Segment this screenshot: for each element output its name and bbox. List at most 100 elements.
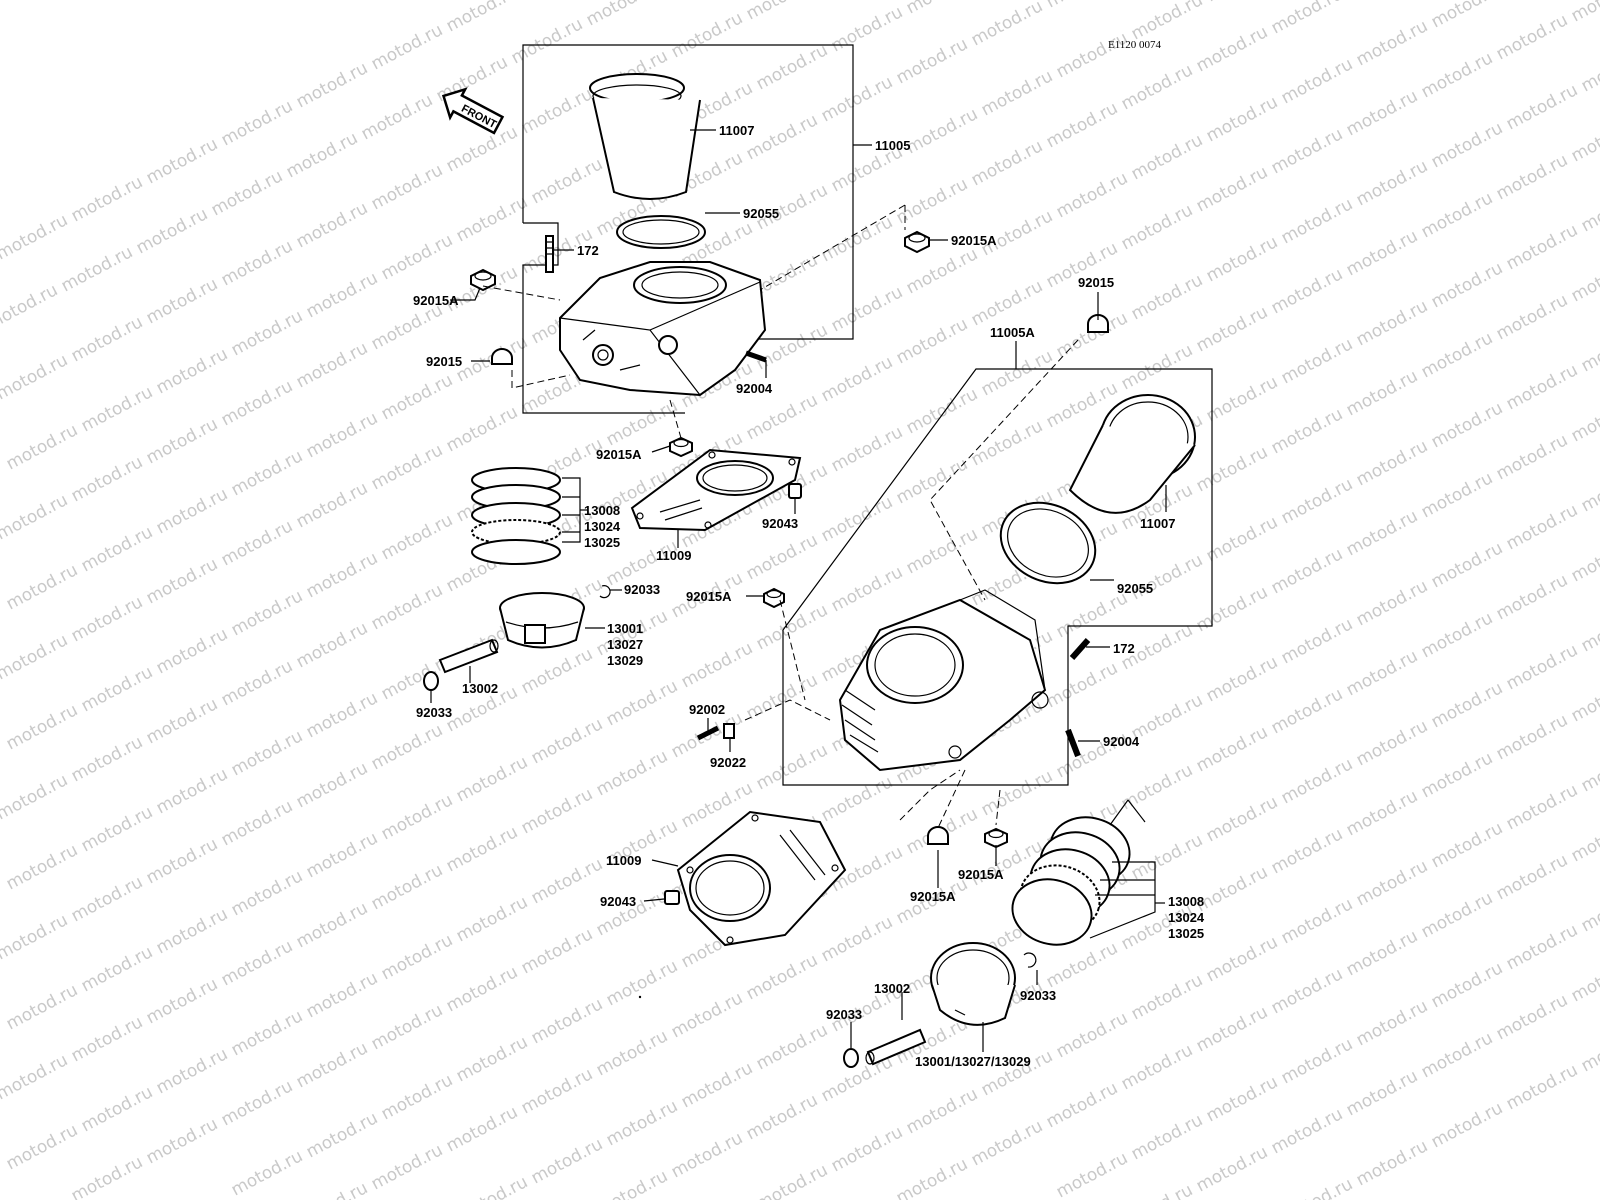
- watermark-text: motod.ru: [1203, 792, 1281, 846]
- watermark-text: motod.ru: [1568, 392, 1600, 446]
- watermark-text: motod.ru: [1568, 252, 1600, 306]
- circlip-lower-left: [843, 1048, 859, 1068]
- watermark-text: motod.ru: [528, 714, 606, 768]
- watermark-text: motod.ru: [293, 338, 371, 392]
- watermark-text: motod.ru: [293, 618, 371, 672]
- watermark-text: motod.ru: [1118, 60, 1196, 114]
- watermark-text: motod.ru: [293, 198, 371, 252]
- watermark-text: motod.ru: [303, 968, 381, 1022]
- watermark-text: motod.ru: [0, 350, 71, 404]
- part-label: 92033: [624, 582, 660, 597]
- watermark-text: motod.ru: [1503, 640, 1581, 694]
- watermark-text: motod.ru: [368, 1000, 446, 1054]
- watermark-text: motod.ru: [1343, 226, 1421, 280]
- watermark-text: motod.ru: [153, 484, 231, 538]
- watermark-text: motod.ru: [1278, 334, 1356, 388]
- watermark-text: motod.ru: [1343, 926, 1421, 980]
- watermark-text: motod.ru: [1268, 264, 1346, 318]
- watermark-text: motod.ru: [1268, 964, 1346, 1018]
- dowel-92043-upper: [788, 483, 802, 499]
- watermark-text: motod.ru: [1343, 646, 1421, 700]
- watermark-text: motod.ru: [368, 720, 446, 774]
- watermark-text: motod.ru: [818, 772, 896, 826]
- watermark-text: motod.ru: [743, 950, 821, 1004]
- watermark-text: motod.ru: [1578, 1022, 1600, 1076]
- watermark-text: motod.ru: [1268, 1104, 1346, 1158]
- cap-nut-92015A-mid: [763, 587, 785, 609]
- watermark-text: motod.ru: [1193, 582, 1271, 636]
- part-label: 92043: [600, 894, 636, 909]
- cap-nut-92015A-top-right: [904, 230, 930, 254]
- part-label: 92015: [426, 354, 462, 369]
- watermark-text: motod.ru: [583, 0, 661, 30]
- watermark-text: motod.ru: [1493, 570, 1571, 624]
- part-label: 92015A: [413, 293, 459, 308]
- leader-lines: [430, 129, 1167, 1052]
- watermark-text: motod.ru: [218, 96, 296, 150]
- watermark-text: motod.ru: [228, 1006, 306, 1060]
- watermark-text: motod.ru: [68, 592, 146, 646]
- watermark-text: motod.ru: [228, 306, 306, 360]
- part-label: 13025: [1168, 926, 1204, 941]
- watermark-text: motod.ru: [1503, 1060, 1581, 1114]
- watermark-text: motod.ru: [603, 956, 681, 1010]
- watermark-text: motod.ru: [1428, 398, 1506, 452]
- watermark-text: motod.ru: [1428, 1098, 1506, 1152]
- part-label: 92055: [1117, 581, 1153, 596]
- watermark-text: motod.ru: [1278, 1174, 1356, 1200]
- watermark-text: motod.ru: [753, 40, 831, 94]
- stray-dot: [638, 995, 642, 999]
- watermark-text: motod.ru: [78, 942, 156, 996]
- watermark-text: motod.ru: [0, 630, 71, 684]
- watermark-text: motod.ru: [1203, 372, 1281, 426]
- watermark-text: motod.ru: [443, 962, 521, 1016]
- assembly-boundary-11005A: [782, 368, 1213, 786]
- part-label: 11005: [875, 138, 910, 153]
- watermark-text: motod.ru: [818, 352, 896, 406]
- watermark-text: motod.ru: [443, 402, 521, 456]
- watermark-text: motod.ru: [518, 784, 596, 838]
- watermark-text: motod.ru: [968, 416, 1046, 470]
- watermark-text: motod.ru: [1053, 28, 1131, 82]
- stud-upper: [545, 235, 554, 273]
- watermark-text: motod.ru: [1428, 538, 1506, 592]
- watermark-text: motod.ru: [1418, 48, 1496, 102]
- watermark-text: motod.ru: [1343, 786, 1421, 840]
- part-label: 92022: [710, 755, 746, 770]
- watermark-text: motod.ru: [58, 242, 136, 296]
- watermark-text: motod.ru: [1343, 86, 1421, 140]
- watermark-text: motod.ru: [1578, 322, 1600, 376]
- part-label: 92015A: [951, 233, 997, 248]
- cap-nut-92015-upper: [491, 348, 513, 365]
- watermark-text: motod.ru: [1278, 614, 1356, 668]
- watermark-text: motod.ru: [1493, 430, 1571, 484]
- watermark-text: motod.ru: [1428, 0, 1506, 32]
- washer-92022: [723, 723, 735, 739]
- watermark-text: motod.ru: [818, 912, 896, 966]
- watermark-text: motod.ru: [818, 72, 896, 126]
- watermark-text: motod.ru: [443, 0, 521, 36]
- watermark-text: motod.ru: [753, 740, 831, 794]
- watermark-text: motod.ru: [1493, 990, 1571, 1044]
- watermark-text: motod.ru: [978, 66, 1056, 120]
- watermark-text: motod.ru: [1578, 602, 1600, 656]
- watermark-text: motod.ru: [753, 1020, 831, 1074]
- watermark-text: motod.ru: [1428, 678, 1506, 732]
- watermark-text: motod.ru: [303, 408, 381, 462]
- watermark-text: motod.ru: [1268, 0, 1346, 38]
- watermark-text: motod.ru: [453, 1032, 531, 1086]
- watermark-text: motod.ru: [453, 752, 531, 806]
- watermark-text: motod.ru: [368, 860, 446, 914]
- watermark-text: motod.ru: [903, 244, 981, 298]
- watermark-text: motod.ru: [828, 422, 906, 476]
- part-label: 13024: [584, 519, 621, 534]
- watermark-text: motod.ru: [153, 1044, 231, 1098]
- watermark-text: motod.ru: [968, 1116, 1046, 1170]
- watermark-text: motod.ru: [893, 454, 971, 508]
- watermark-text: motod.ru: [1268, 684, 1346, 738]
- watermark-text: motod.ru: [1578, 182, 1600, 236]
- watermark-text: motod.ru: [1278, 754, 1356, 808]
- watermark-text: motod.ru: [143, 974, 221, 1028]
